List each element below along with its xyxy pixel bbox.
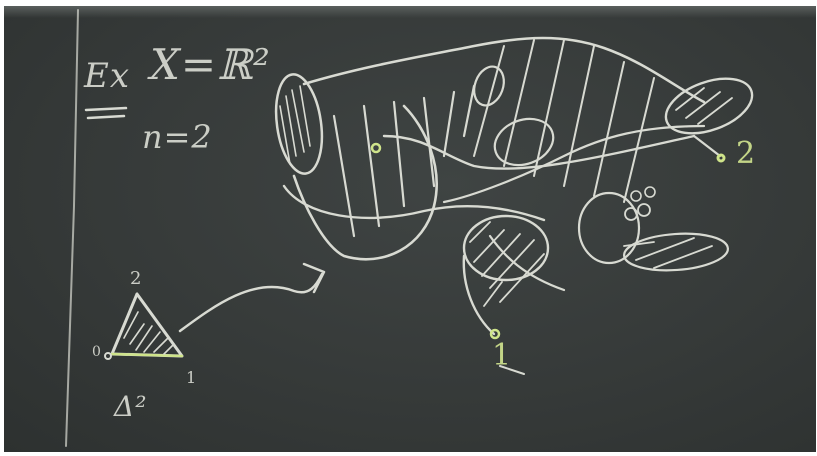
- simplex-label: Δ²: [114, 390, 147, 423]
- map-arrow: [180, 274, 322, 331]
- surface-body: [284, 38, 704, 259]
- dimension-label: n=2: [142, 118, 213, 156]
- surface-left-tube: [270, 71, 327, 176]
- point-2-marker: [718, 155, 724, 161]
- point-1-label: 1: [492, 338, 512, 373]
- chalkboard: Ex X=ℝ² n=2 Δ² 0 1 2 1 2: [4, 6, 816, 452]
- board-divider-line: [66, 10, 78, 446]
- simplex-vertex-1: 1: [186, 368, 197, 387]
- point-left: [372, 144, 380, 152]
- space-label: X=ℝ²: [150, 40, 271, 89]
- surface-lower-lobes: [579, 187, 729, 274]
- example-label: Ex: [84, 56, 130, 96]
- surface-lower-middle-lobe: [464, 216, 564, 334]
- ex-underline: [86, 108, 126, 118]
- point-2-label: 2: [736, 136, 756, 171]
- simplex-vertex-2: 2: [130, 268, 142, 289]
- simplex-triangle: [105, 294, 182, 359]
- simplex-vertex-0: 0: [92, 344, 102, 360]
